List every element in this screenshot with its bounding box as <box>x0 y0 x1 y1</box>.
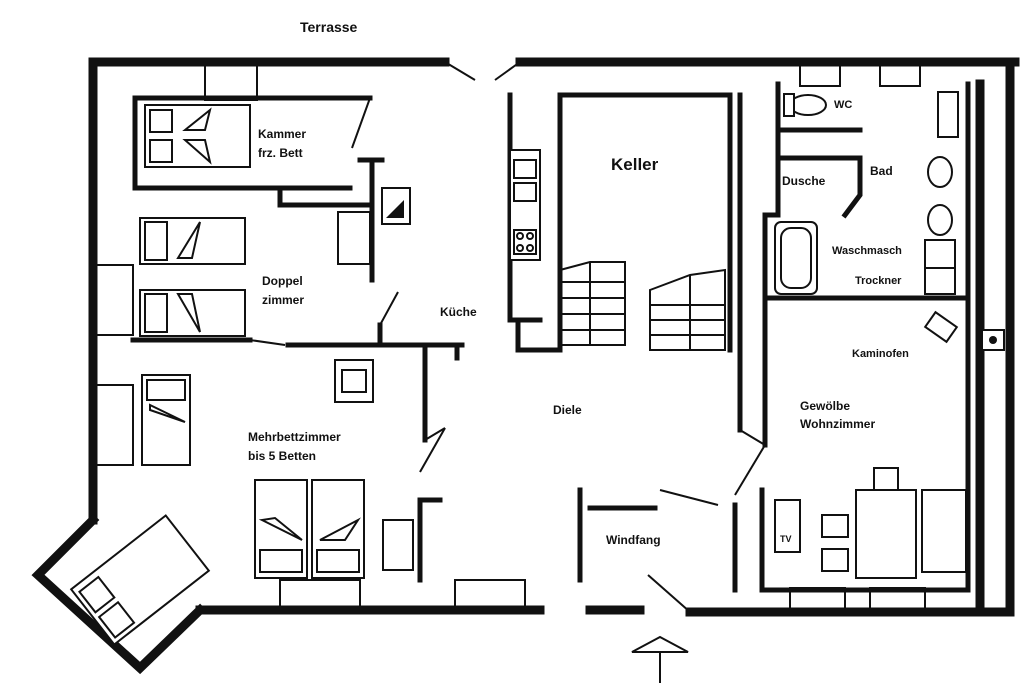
label-keller: Keller <box>611 155 659 174</box>
doors <box>249 61 766 613</box>
label-bad: Bad <box>870 164 893 178</box>
toilet <box>789 94 827 116</box>
dryer <box>924 267 956 295</box>
label-tv: TV <box>780 534 792 544</box>
label-doppel-2: zimmer <box>262 293 304 307</box>
label-dusche: Dusche <box>782 174 826 188</box>
label-mehrbett-1: Mehrbettzimmer <box>248 430 341 444</box>
wardrobe-doppel <box>337 211 371 265</box>
label-kammer-2: frz. Bett <box>258 146 303 160</box>
stove-kaminofen <box>923 310 959 344</box>
table <box>855 489 917 579</box>
entrance-arrow-icon <box>631 635 689 683</box>
room-labels: Terrasse Kammer frz. Bett Doppel zimmer … <box>248 19 909 547</box>
label-mehrbett-2: bis 5 Betten <box>248 449 316 463</box>
label-trockner: Trockner <box>855 275 902 287</box>
label-terrasse: Terrasse <box>300 19 358 35</box>
washing-machine <box>924 239 956 269</box>
label-gewoelbe-1: Gewölbe <box>800 399 850 413</box>
label-kueche: Küche <box>440 305 477 319</box>
stairs <box>559 261 726 351</box>
label-kaminofen: Kaminofen <box>852 348 909 360</box>
label-windfang: Windfang <box>606 533 661 547</box>
tv-stand <box>774 499 801 553</box>
sink-2 <box>927 204 953 236</box>
label-gewoelbe-2: Wohnzimmer <box>800 417 875 431</box>
furniture <box>69 91 967 646</box>
sofa <box>921 489 967 573</box>
interior-walls <box>130 81 1005 593</box>
label-diele: Diele <box>553 403 582 417</box>
label-wc: WC <box>834 99 852 111</box>
label-waschmasch: Waschmasch <box>832 245 902 257</box>
label-kammer-1: Kammer <box>258 127 306 141</box>
label-doppel-1: Doppel <box>262 274 303 288</box>
sink-1 <box>927 156 953 188</box>
